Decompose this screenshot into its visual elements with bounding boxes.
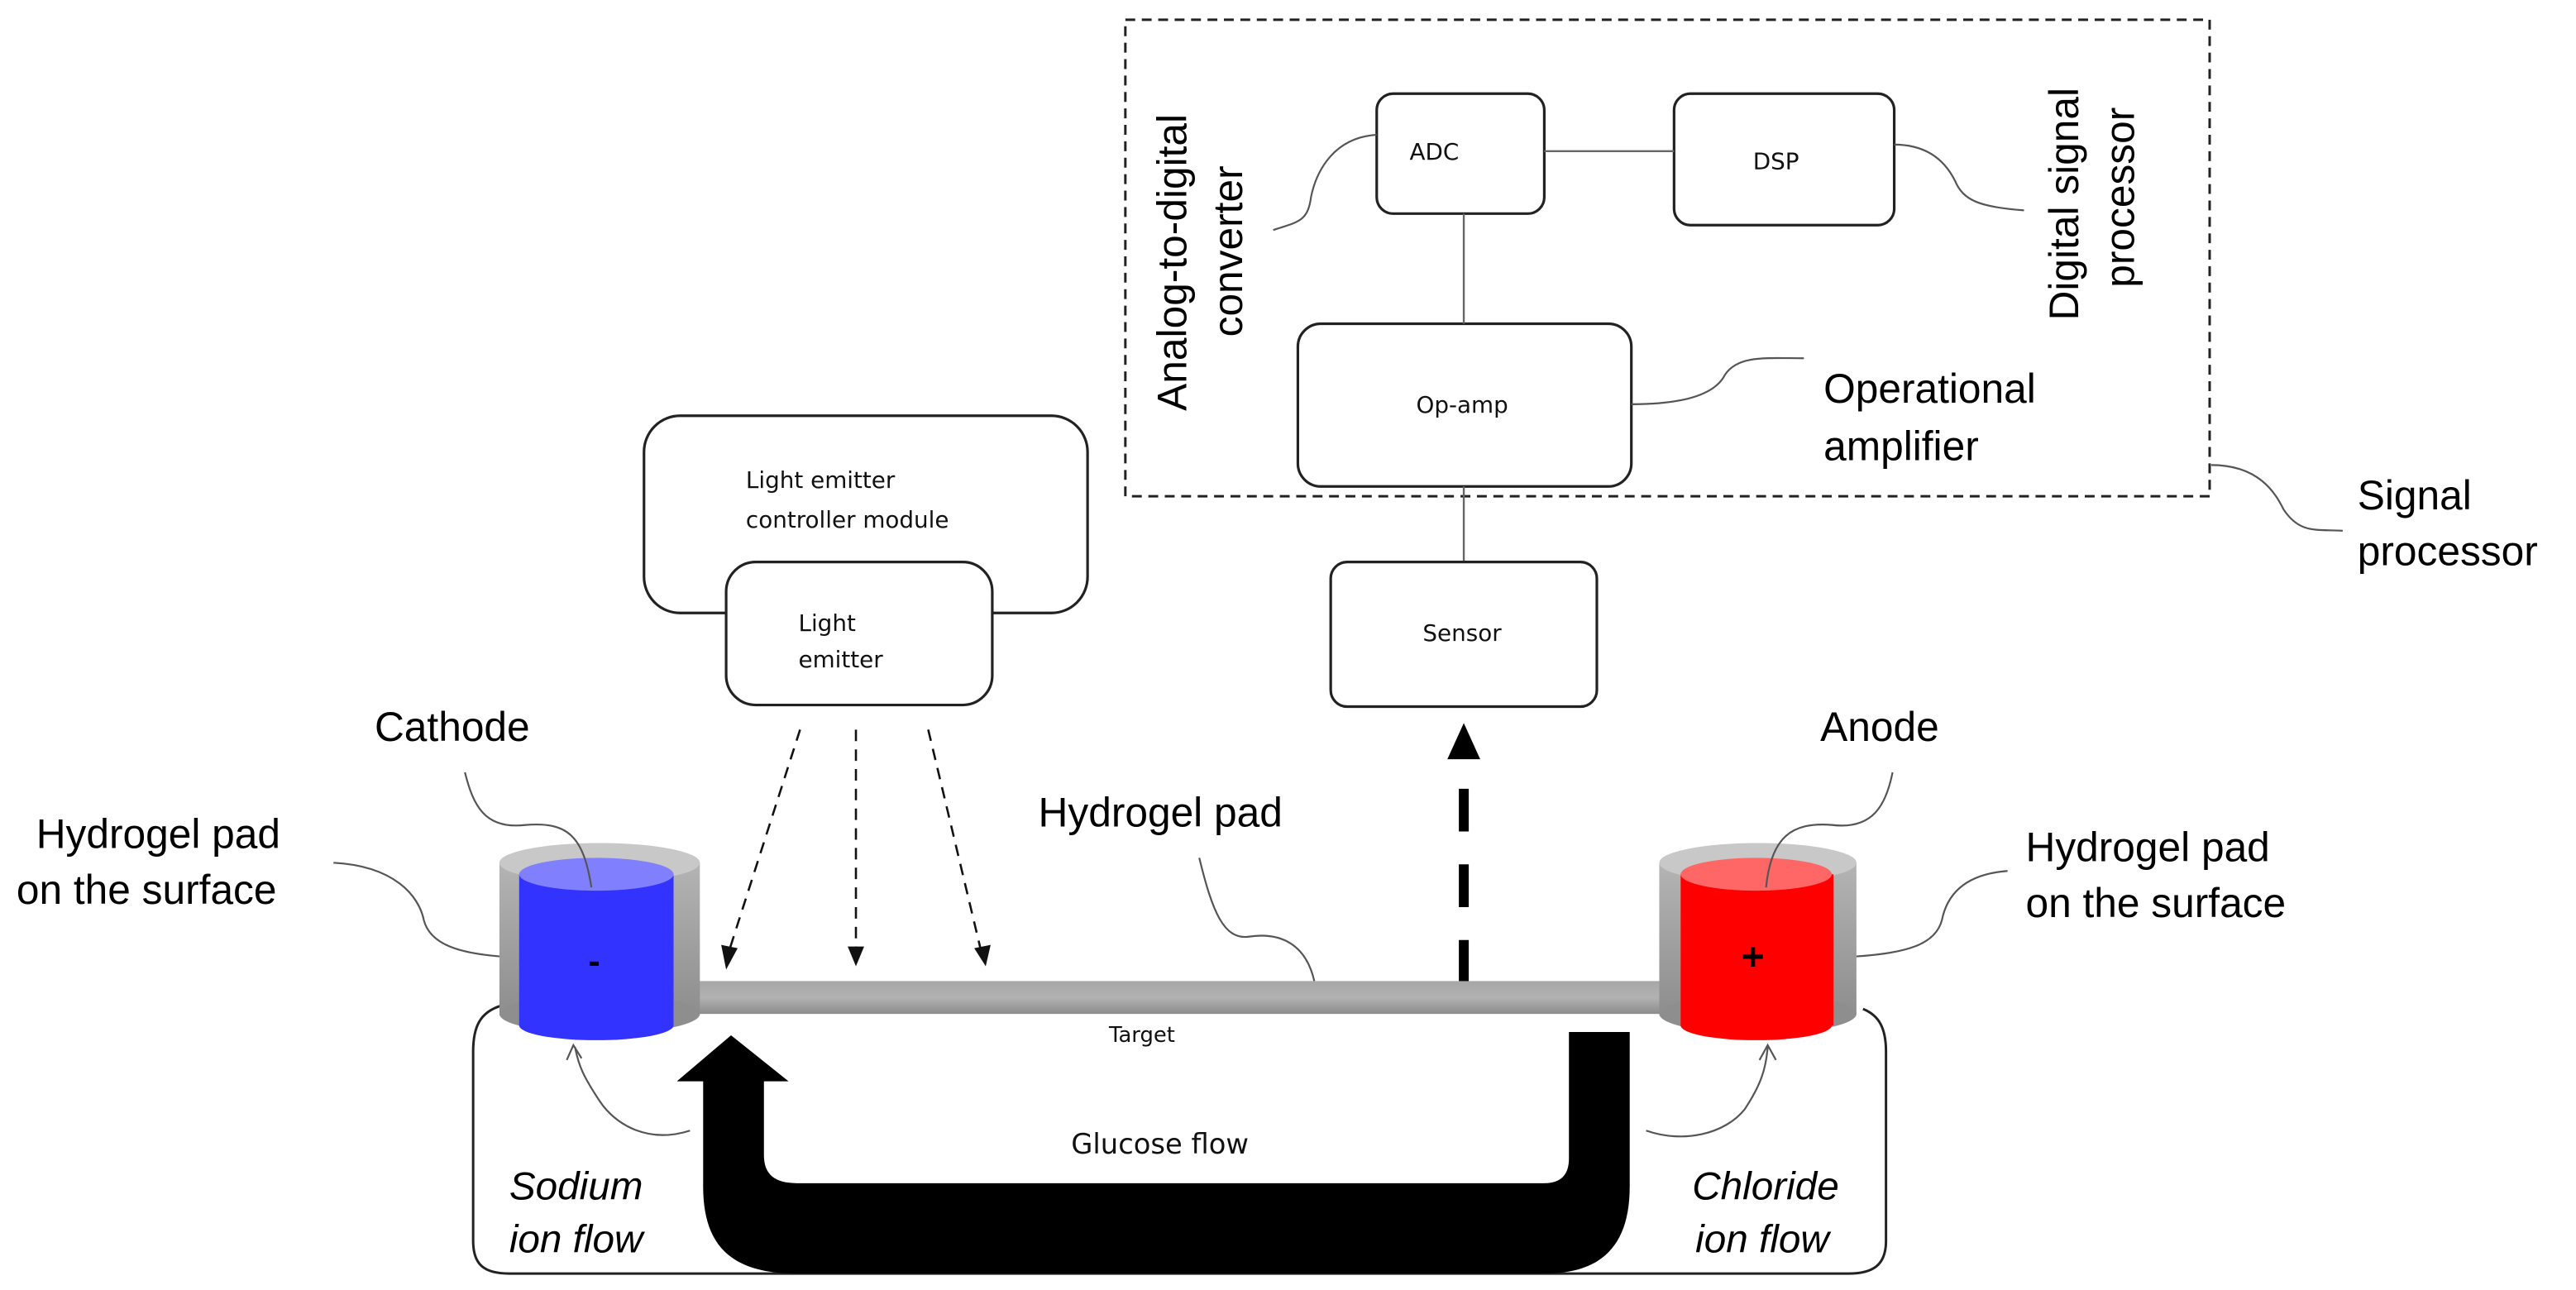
chloride-ion-arrowhead <box>1758 1043 1777 1061</box>
target-hydrogel-bar <box>673 981 1676 1015</box>
anode-pad-label-line1: Hydrogel pad <box>2025 824 2269 870</box>
cathode-label: Cathode <box>375 704 530 750</box>
adc-leader <box>1273 133 1377 232</box>
anode-sign: + <box>1742 934 1765 978</box>
target-label: Target <box>1108 1023 1175 1048</box>
light-ray-right <box>927 729 982 950</box>
adc-box <box>1375 92 1546 215</box>
cathode-leader <box>464 772 593 888</box>
sensor-box <box>1329 561 1599 709</box>
light-emitter-label-line1: Light <box>798 609 855 637</box>
signal-processor-label-line2: processor <box>2358 528 2538 575</box>
glucose-flow-arrow-body <box>676 1032 1630 1274</box>
chloride-ion-label-line1: Chloride <box>1692 1165 1839 1209</box>
anode-cylinder <box>1680 874 1834 1026</box>
signal-processor-group: Signal processor ADC Analog-to-digital c… <box>1124 18 2538 575</box>
glucose-flow-label: Glucose flow <box>1071 1128 1249 1160</box>
dsp-box-label: DSP <box>1753 148 1799 175</box>
anode-leader <box>1765 772 1894 888</box>
signal-processor-label-line1: Signal <box>2358 472 2472 518</box>
cathode-cylinder-top <box>519 858 674 891</box>
anode-group: + Anode Hydrogel pad on the surface Chlo… <box>1646 704 2286 1261</box>
anode-label: Anode <box>1820 704 1939 750</box>
light-emitter-box <box>724 561 994 707</box>
hydrogel-pad-label: Hydrogel pad <box>1039 790 1283 836</box>
sensor-box-label: Sensor <box>1422 619 1502 647</box>
light-ray-left <box>728 729 801 951</box>
signal-arrow-head <box>1447 723 1480 760</box>
adc-box-label: ADC <box>1410 138 1460 165</box>
cathode-pad-label-line2: on the surface <box>17 867 277 913</box>
cathode-pad-leader <box>333 862 500 958</box>
sodium-ion-label-line1: Sodium <box>509 1165 643 1209</box>
opamp-leader <box>1631 356 1804 405</box>
adc-callout-line2: converter <box>1205 165 1251 337</box>
chloride-ion-leader <box>1646 1046 1769 1138</box>
sodium-ion-arrowhead <box>566 1043 583 1061</box>
anode-pad-label-line2: on the surface <box>2025 880 2286 926</box>
opamp-callout-line2: amplifier <box>1823 423 1979 469</box>
glucose-flow-arrow <box>676 1032 1630 1274</box>
light-controller-label-line2: controller module <box>746 506 949 533</box>
dsp-callout-line1: Digital signal <box>2041 88 2087 321</box>
sodium-ion-leader <box>574 1046 691 1136</box>
dsp-box <box>1672 92 1896 227</box>
cathode-pad-label-line1: Hydrogel pad <box>36 810 280 857</box>
signal-processor-boundary <box>1124 18 2211 498</box>
light-ray-center-arrowhead <box>848 946 864 967</box>
anode-pad-leader <box>1856 870 2008 958</box>
anode-cylinder-top <box>1680 858 1833 891</box>
light-controller-label-line1: Light emitter <box>746 466 896 494</box>
chloride-ion-label-line2: ion flow <box>1695 1217 1831 1261</box>
dsp-leader <box>1894 143 2024 212</box>
adc-callout-line1: Analog-to-digital <box>1149 114 1195 411</box>
light-ray-right-arrowhead <box>974 944 991 967</box>
dsp-callout-line2: processor <box>2097 108 2143 288</box>
light-emitter-group: Light emitter controller module Light em… <box>643 414 1089 970</box>
sensor-group: Sensor <box>1329 486 1599 983</box>
anode-cylinder-bottom <box>1680 1010 1833 1040</box>
light-emitter-label-line2: emitter <box>798 646 883 673</box>
opamp-callout-line1: Operational <box>1823 366 2036 412</box>
sodium-ion-label-line2: ion flow <box>509 1217 645 1261</box>
hydrogel-pad-leader <box>1198 858 1316 982</box>
light-ray-left-arrowhead <box>721 944 738 970</box>
cathode-sign: - <box>588 940 600 981</box>
cathode-cylinder <box>519 874 674 1026</box>
cathode-group: - Cathode Hydrogel pad on the surface So… <box>17 704 700 1261</box>
signal-processor-leader <box>2210 464 2343 532</box>
cathode-cylinder-bottom <box>519 1010 674 1040</box>
opamp-box-label: Op-amp <box>1416 391 1508 418</box>
